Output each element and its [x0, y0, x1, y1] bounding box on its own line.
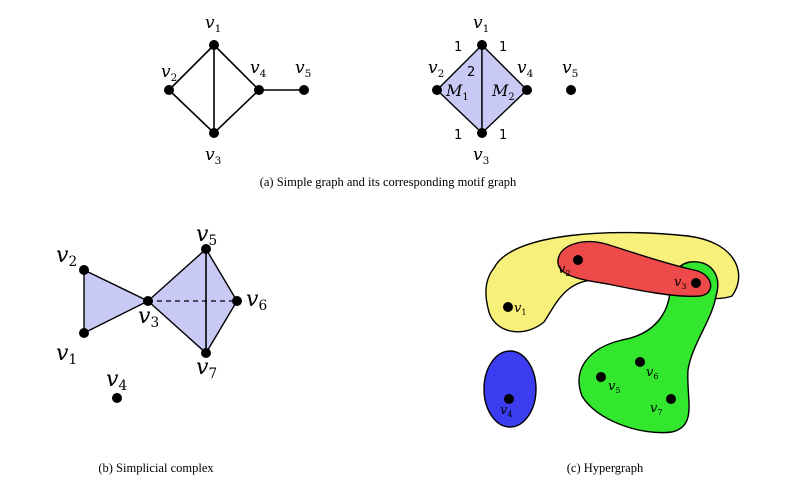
motif-label-m1: M1 — [445, 81, 469, 103]
node-v2 — [164, 85, 174, 95]
hyper-node-v7 — [666, 394, 676, 404]
node-v5 — [299, 85, 309, 95]
label-v2: v2 — [161, 62, 177, 84]
hyper-label-v5: v5 — [608, 379, 620, 395]
simplex-node-v2 — [79, 265, 89, 275]
motif-label-v5: v5 — [562, 58, 578, 80]
label-v1: v1 — [205, 13, 221, 35]
hyper-node-v5 — [596, 372, 606, 382]
motif-label-v4: v4 — [517, 58, 534, 80]
simplex-node-v4 — [112, 393, 122, 403]
simplex-node-v1 — [79, 328, 89, 338]
weight-v1-v3: 2 — [467, 65, 475, 80]
hyper-label-v2: v2 — [558, 262, 570, 278]
hyper-node-v4 — [504, 394, 514, 404]
caption-a: (a) Simple graph and its corresponding m… — [260, 175, 517, 189]
simplex-label-v6: v6 — [246, 287, 267, 314]
caption-b: (b) Simplicial complex — [98, 461, 214, 475]
simplex-label-v2: v2 — [56, 243, 77, 270]
hyper-node-v2 — [573, 255, 583, 265]
hyperedge-red — [557, 241, 712, 298]
simplicial-complex: v1 v2 v3 v4 v5 v6 v7 — [56, 222, 267, 403]
hyper-node-v1 — [503, 302, 513, 312]
hyper-node-v3 — [691, 278, 701, 288]
motif-label-v1: v1 — [473, 13, 489, 35]
hyper-label-v7: v7 — [650, 401, 662, 417]
node-v1 — [209, 40, 219, 50]
edge-v1-v2 — [168, 44, 215, 91]
hyper-label-v3: v3 — [674, 275, 686, 291]
label-v4: v4 — [250, 58, 267, 80]
simplex-label-v5: v5 — [196, 222, 217, 249]
simplex-node-v7 — [201, 348, 211, 358]
simplex-label-v4: v4 — [106, 367, 127, 394]
motif-node-v3 — [477, 128, 487, 138]
motif-graph: v1 v2 v3 v4 v5 M1 M2 1 1 2 1 1 — [428, 13, 578, 167]
weight-v3-v4: 1 — [499, 128, 507, 143]
hyperedge-blue — [483, 350, 537, 428]
simple-graph: v1 v2 v3 v4 v5 — [161, 13, 311, 167]
label-v5: v5 — [295, 58, 311, 80]
hyper-node-v6 — [635, 357, 645, 367]
hypergraph: v1 v2 v3 v4 v5 v6 v7 — [483, 231, 740, 434]
motif-label-m2: M2 — [491, 81, 515, 103]
edge-v3-v4 — [213, 89, 260, 134]
label-v3: v3 — [205, 145, 221, 167]
motif-node-v1 — [477, 40, 487, 50]
node-v3 — [209, 128, 219, 138]
simplex-label-v7: v7 — [196, 355, 217, 382]
simplex-node-v6 — [232, 296, 242, 306]
motif-label-v3: v3 — [473, 145, 489, 167]
edge-v1-v4 — [213, 44, 260, 91]
motif-label-v2: v2 — [428, 58, 444, 80]
caption-c: (c) Hypergraph — [567, 461, 644, 475]
edge-v2-v3 — [168, 89, 215, 134]
motif-node-v4 — [522, 85, 532, 95]
simplex-label-v3: v3 — [138, 304, 159, 331]
simplex-label-v1: v1 — [56, 341, 77, 368]
weight-v1-v2: 1 — [454, 40, 462, 55]
hyper-label-v1: v1 — [514, 301, 526, 317]
weight-v2-v3: 1 — [454, 128, 462, 143]
simplex-node-v3 — [143, 296, 153, 306]
hyperedge-green — [578, 261, 719, 434]
motif-m2-region — [481, 43, 529, 135]
motif-node-v2 — [432, 85, 442, 95]
simplex-node-v5 — [201, 244, 211, 254]
motif-node-v5 — [566, 85, 576, 95]
hyper-label-v4: v4 — [500, 403, 512, 419]
simplex-v1-v2-v3 — [83, 268, 150, 335]
hyper-label-v6: v6 — [646, 365, 658, 381]
node-v4 — [254, 85, 264, 95]
weight-v1-v4: 1 — [499, 40, 507, 55]
